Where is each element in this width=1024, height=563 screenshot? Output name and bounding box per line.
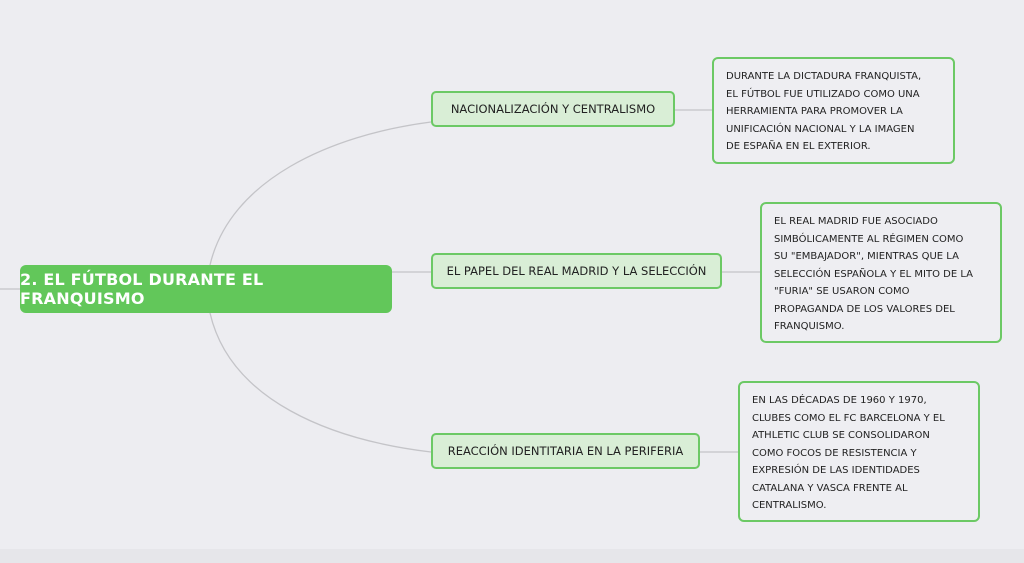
branch-nacionalizacion[interactable]: NACIONALIZACIÓN Y CENTRALISMO [431, 91, 675, 127]
connector-branch-1 [209, 121, 432, 266]
note-line: SU "EMBAJADOR", MIENTRAS QUE LA [774, 251, 959, 262]
central-topic-label: 2. EL FÚTBOL DURANTE EL FRANQUISMO [20, 270, 264, 308]
branch-periferia[interactable]: REACCIÓN IDENTITARIA EN LA PERIFERIA [431, 433, 700, 469]
note-line: "FURIA" SE USARON COMO [774, 286, 910, 297]
note-line: SIMBÓLICAMENTE AL RÉGIMEN COMO [774, 233, 964, 245]
note-line: EL FÚTBOL FUE UTILIZADO COMO UNA [726, 88, 920, 100]
note-line: CATALANA Y VASCA FRENTE AL [752, 482, 908, 494]
note-nacionalizacion[interactable]: DURANTE LA DICTADURA FRANQUISTA, EL FÚTB… [712, 57, 955, 164]
central-topic[interactable]: 2. EL FÚTBOL DURANTE EL FRANQUISMO [20, 265, 392, 313]
canvas-footer [0, 549, 1024, 563]
note-line: COMO FOCOS DE RESISTENCIA Y [752, 447, 917, 459]
note-line: UNIFICACIÓN NACIONAL Y LA IMAGEN [726, 123, 915, 135]
branch-real-madrid[interactable]: EL PAPEL DEL REAL MADRID Y LA SELECCIÓN [431, 253, 722, 289]
note-line: DE ESPAÑA EN EL EXTERIOR. [726, 141, 871, 152]
branch-label: EL PAPEL DEL REAL MADRID Y LA SELECCIÓN [446, 264, 707, 278]
note-line: EXPRESIÓN DE LAS IDENTIDADES [752, 465, 920, 476]
connector-branch-3 [209, 312, 432, 453]
note-line: PROPAGANDA DE LOS VALORES DEL [774, 303, 955, 315]
note-line: CENTRALISMO. [752, 500, 827, 511]
note-periferia[interactable]: EN LAS DÉCADAS DE 1960 Y 1970, CLUBES CO… [738, 381, 980, 522]
note-line: EN LAS DÉCADAS DE 1960 Y 1970, [752, 395, 927, 406]
note-line: SELECCIÓN ESPAÑOLA Y EL MITO DE LA [774, 268, 973, 280]
note-real-madrid[interactable]: EL REAL MADRID FUE ASOCIADO SIMBÓLICAMEN… [760, 202, 1002, 343]
note-line: FRANQUISMO. [774, 321, 845, 332]
note-line: HERRAMIENTA PARA PROMOVER LA [726, 106, 903, 117]
branch-label: NACIONALIZACIÓN Y CENTRALISMO [450, 102, 656, 116]
note-line: ATHLETIC CLUB SE CONSOLIDARON [752, 430, 930, 441]
note-line: CLUBES COMO EL FC BARCELONA Y EL [752, 412, 945, 424]
branch-label: REACCIÓN IDENTITARIA EN LA PERIFERIA [447, 444, 684, 458]
note-line: EL REAL MADRID FUE ASOCIADO [774, 216, 938, 227]
note-line: DURANTE LA DICTADURA FRANQUISTA, [726, 71, 922, 82]
